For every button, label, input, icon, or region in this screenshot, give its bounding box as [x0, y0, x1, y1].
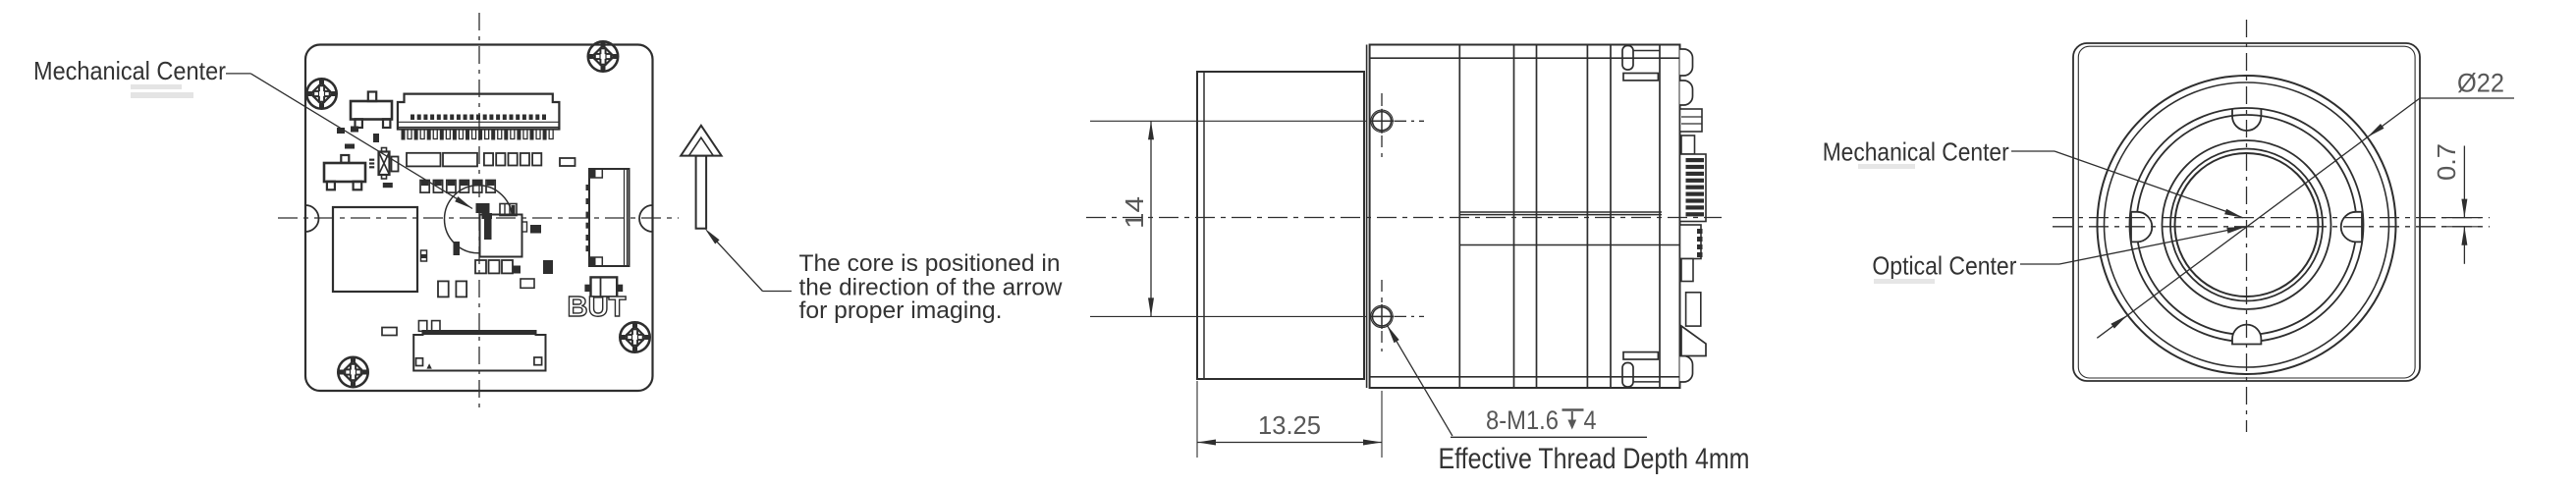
svg-text:the direction of the arrow: the direction of the arrow: [799, 275, 1064, 301]
svg-text:BUT: BUT: [568, 292, 627, 323]
svg-text:Effective Thread Depth 4mm: Effective Thread Depth 4mm: [1439, 443, 1750, 475]
svg-text:Mechanical Center: Mechanical Center: [33, 56, 226, 85]
svg-text:8-M1.6: 8-M1.6: [1486, 405, 1559, 435]
svg-text:for proper imaging.: for proper imaging.: [799, 297, 1003, 324]
svg-text:13.25: 13.25: [1258, 410, 1321, 440]
svg-text:4: 4: [1584, 405, 1597, 435]
svg-text:Ø22: Ø22: [2457, 69, 2504, 98]
svg-text:Optical Center: Optical Center: [1872, 251, 2016, 281]
svg-text:Mechanical Center: Mechanical Center: [1823, 136, 2009, 166]
svg-text:14: 14: [1120, 196, 1149, 229]
svg-text:0.7: 0.7: [2432, 143, 2461, 181]
svg-text:The core is positioned in: The core is positioned in: [799, 250, 1061, 277]
